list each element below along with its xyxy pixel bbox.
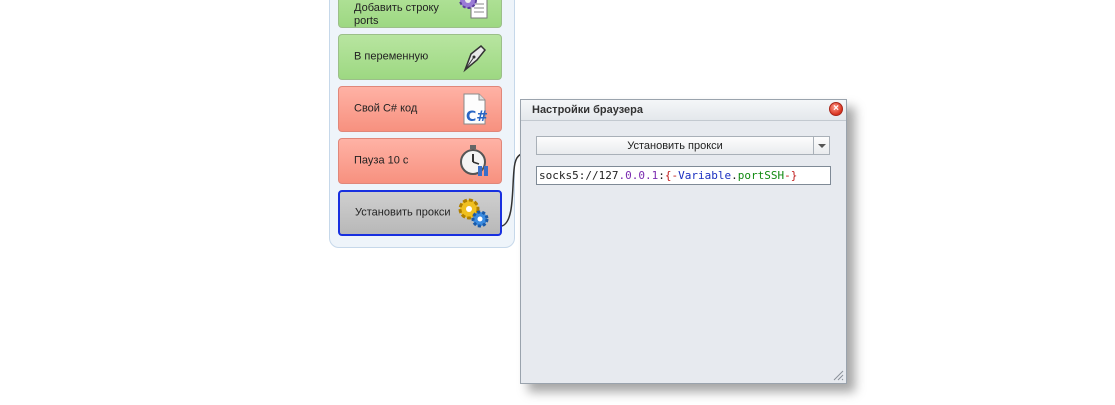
csharp-file-icon: C# bbox=[463, 93, 488, 125]
action-label: В переменную bbox=[354, 50, 429, 63]
variable-scope: Variable bbox=[678, 169, 732, 182]
variable-close-brace: -} bbox=[784, 169, 798, 182]
dialog-header: Настройки браузера × bbox=[521, 100, 846, 121]
variable-dot: . bbox=[731, 169, 738, 182]
action-label: Добавить строку ports bbox=[354, 2, 439, 27]
svg-text:C#: C# bbox=[466, 109, 488, 125]
dialog-title: Настройки браузера bbox=[532, 104, 643, 116]
chevron-down-icon[interactable] bbox=[813, 137, 829, 154]
action-block-csharp-code[interactable]: Свой C# код C# bbox=[338, 86, 502, 132]
variable-name: portSSH bbox=[737, 169, 785, 182]
action-block-to-variable[interactable]: В переменную bbox=[338, 34, 502, 80]
stopwatch-pause-icon bbox=[460, 145, 488, 176]
gear-document-icon bbox=[459, 0, 488, 19]
resize-grip-icon[interactable] bbox=[832, 369, 844, 381]
proxy-prefix: socks5://127 bbox=[539, 169, 619, 182]
variable-open-brace: {- bbox=[664, 169, 679, 182]
action-select[interactable]: Установить прокси bbox=[536, 136, 830, 155]
proxy-ip-part: .0.0.1 bbox=[618, 169, 659, 182]
browser-settings-dialog: Настройки браузера × Установить прокси s… bbox=[520, 99, 847, 384]
close-button[interactable]: × bbox=[829, 102, 843, 116]
connector-line bbox=[501, 153, 522, 227]
pen-nib-icon bbox=[463, 44, 487, 73]
action-block-pause[interactable]: Пауза 10 с bbox=[338, 138, 502, 184]
action-select-value: Установить прокси bbox=[627, 140, 723, 152]
proxy-colon: : bbox=[658, 169, 665, 182]
action-label: Свой C# код bbox=[354, 102, 418, 115]
action-label: Пауза 10 с bbox=[354, 154, 409, 167]
gears-icon bbox=[458, 198, 489, 228]
action-block-set-proxy[interactable]: Установить прокси bbox=[338, 190, 502, 236]
action-label: Установить прокси bbox=[355, 206, 451, 219]
action-block-add-string[interactable]: Добавить строку ports bbox=[338, 0, 502, 28]
proxy-input[interactable]: socks5://127.0.0.1:{-Variable.portSSH-} bbox=[536, 166, 831, 185]
close-icon: × bbox=[833, 103, 839, 114]
